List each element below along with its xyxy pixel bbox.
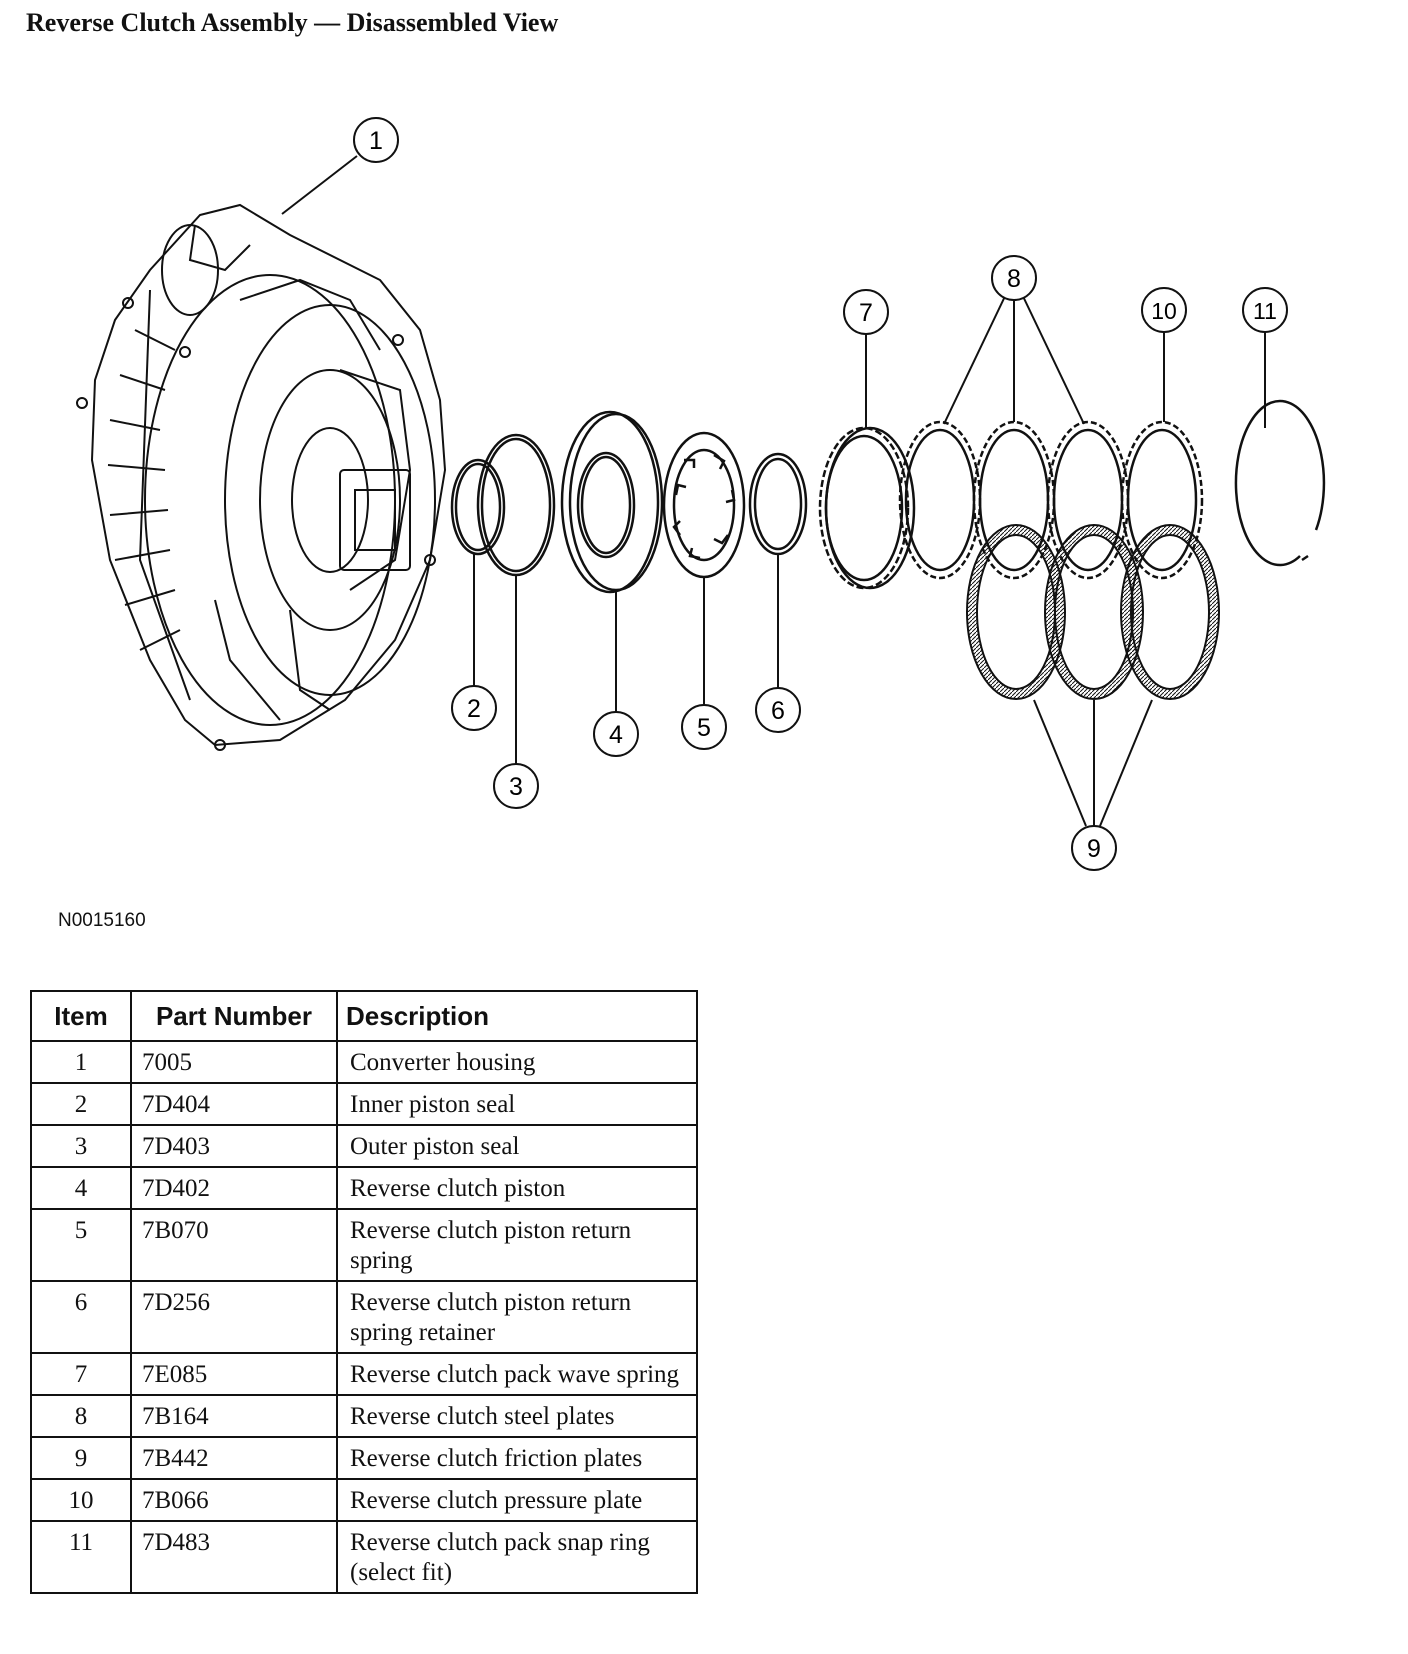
item-cell: 4 bbox=[30, 1166, 132, 1210]
part-number-cell: 7B442 bbox=[130, 1436, 338, 1480]
callout-10: 10 bbox=[1141, 287, 1187, 333]
callout-8: 8 bbox=[991, 255, 1037, 301]
part-number-cell: 7B070 bbox=[130, 1208, 338, 1282]
description-cell: Reverse clutch piston bbox=[336, 1166, 698, 1210]
description-cell: Inner piston seal bbox=[336, 1082, 698, 1126]
description-cell: Reverse clutch pressure plate bbox=[336, 1478, 698, 1522]
callout-label: 9 bbox=[1087, 835, 1101, 863]
header-item: Item bbox=[30, 990, 132, 1042]
page-title: Reverse Clutch Assembly — Disassembled V… bbox=[26, 8, 559, 37]
callout-label: 10 bbox=[1151, 298, 1177, 324]
callout-1: 1 bbox=[353, 117, 399, 163]
exploded-view-diagram: 1 2 3 4 5 6 7 8 9 10 11 bbox=[76, 117, 1326, 871]
pressure-plate-drawing bbox=[1120, 420, 1204, 580]
description-cell: Reverse clutch pack wave spring bbox=[336, 1352, 698, 1396]
item-cell: 3 bbox=[30, 1124, 132, 1168]
header-description: Description bbox=[336, 990, 698, 1042]
callout-label: 1 bbox=[369, 127, 383, 155]
description-cell: Outer piston seal bbox=[336, 1124, 698, 1168]
callout-6: 6 bbox=[755, 687, 801, 733]
description-cell: Reverse clutch piston return spring bbox=[336, 1208, 698, 1282]
item-cell: 2 bbox=[30, 1082, 132, 1126]
part-number-cell: 7B164 bbox=[130, 1394, 338, 1438]
callout-2: 2 bbox=[451, 685, 497, 731]
description-cell: Reverse clutch piston return spring reta… bbox=[336, 1280, 698, 1354]
callout-7: 7 bbox=[843, 289, 889, 335]
item-cell: 10 bbox=[30, 1478, 132, 1522]
callout-9: 9 bbox=[1071, 825, 1117, 871]
callout-5: 5 bbox=[681, 704, 727, 750]
part-number-cell: 7E085 bbox=[130, 1352, 338, 1396]
part-number-cell: 7D402 bbox=[130, 1166, 338, 1210]
part-number-cell: 7D483 bbox=[130, 1520, 338, 1594]
callout-label: 4 bbox=[609, 721, 623, 749]
outer-piston-seal-drawing bbox=[476, 433, 556, 577]
description-cell: Reverse clutch friction plates bbox=[336, 1436, 698, 1480]
callout-label: 11 bbox=[1253, 298, 1277, 324]
wave-spring-drawing bbox=[818, 426, 916, 590]
table-header-row: Item Part Number Description bbox=[30, 990, 698, 1042]
header-part-number: Part Number bbox=[130, 990, 338, 1042]
item-cell: 8 bbox=[30, 1394, 132, 1438]
description-cell: Reverse clutch pack snap ring (select fi… bbox=[336, 1520, 698, 1594]
part-number-cell: 7D403 bbox=[130, 1124, 338, 1168]
callout-label: 5 bbox=[697, 714, 711, 742]
description-cell: Reverse clutch steel plates bbox=[336, 1394, 698, 1438]
part-number-cell: 7D256 bbox=[130, 1280, 338, 1354]
description-cell: Converter housing bbox=[336, 1040, 698, 1084]
leader-lines bbox=[281, 155, 1266, 827]
reverse-clutch-piston-drawing bbox=[560, 410, 664, 594]
item-cell: 7 bbox=[30, 1352, 132, 1396]
callout-3: 3 bbox=[493, 763, 539, 809]
item-cell: 5 bbox=[30, 1208, 132, 1282]
friction-plates-drawing bbox=[966, 524, 1220, 700]
snap-ring-drawing bbox=[1234, 399, 1326, 567]
item-cell: 6 bbox=[30, 1280, 132, 1354]
callout-label: 8 bbox=[1007, 265, 1021, 293]
callout-label: 7 bbox=[859, 299, 873, 327]
part-number-cell: 7005 bbox=[130, 1040, 338, 1084]
callout-label: 6 bbox=[771, 697, 785, 725]
callout-label: 2 bbox=[467, 695, 481, 723]
item-cell: 9 bbox=[30, 1436, 132, 1480]
part-number-cell: 7B066 bbox=[130, 1478, 338, 1522]
part-number-cell: 7D404 bbox=[130, 1082, 338, 1126]
callout-label: 3 bbox=[509, 773, 523, 801]
item-cell: 11 bbox=[30, 1520, 132, 1594]
callout-4: 4 bbox=[593, 711, 639, 757]
converter-housing-drawing bbox=[76, 203, 447, 751]
piston-return-spring-drawing bbox=[662, 431, 746, 579]
callout-11: 11 bbox=[1242, 287, 1288, 333]
figure-id: N0015160 bbox=[58, 910, 146, 931]
spring-retainer-drawing bbox=[748, 452, 808, 556]
item-cell: 1 bbox=[30, 1040, 132, 1084]
inner-piston-seal-drawing bbox=[450, 458, 506, 556]
steel-plates-drawing bbox=[898, 420, 1130, 580]
